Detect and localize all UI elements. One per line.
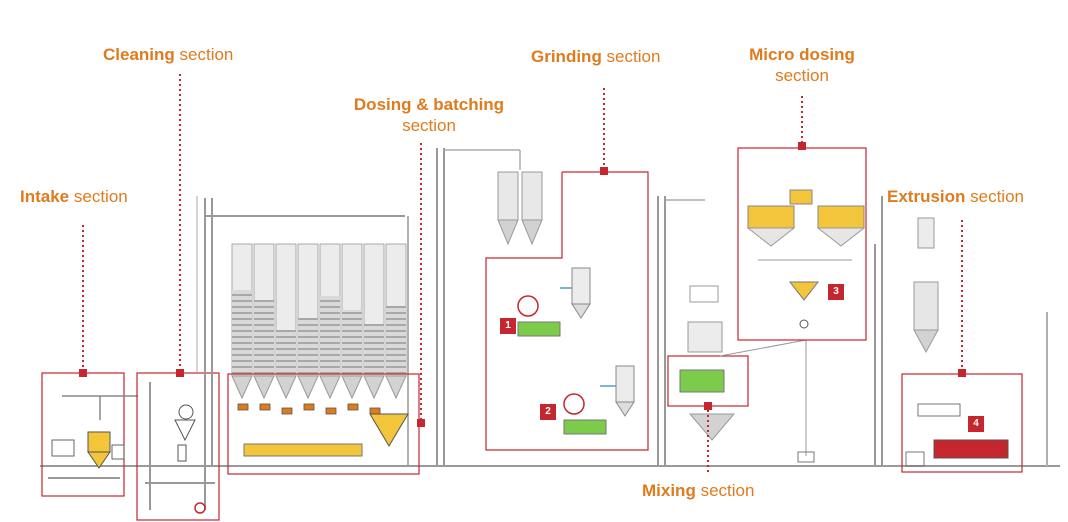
intake-section-label: Intake section <box>20 187 128 206</box>
badge-3: 3 <box>828 284 844 300</box>
badge-2: 2 <box>540 404 556 420</box>
extrusion-section-label: Extrusion section <box>887 187 1024 206</box>
dosing-section-equipment <box>204 143 445 475</box>
extrusion-section-equipment <box>901 217 1023 473</box>
collecting-conveyor <box>243 443 363 457</box>
grinding-section-equipment <box>444 88 705 466</box>
dosing-feeders <box>237 403 381 415</box>
mixing-section-label: Mixing section <box>642 481 755 500</box>
badge-4: 4 <box>968 416 984 432</box>
badge-1: 1 <box>500 318 516 334</box>
grinding-section-label: Grinding section <box>531 47 661 66</box>
cleaning-section-equipment <box>136 74 220 521</box>
batch-scale <box>369 413 409 447</box>
dosing-silo-bank <box>231 243 407 400</box>
micro-dosing-section-equipment <box>737 96 883 466</box>
cleaning-section-label: Cleaning section <box>103 45 234 64</box>
mixing-section-equipment <box>667 285 815 472</box>
intake-section-equipment <box>41 225 138 497</box>
